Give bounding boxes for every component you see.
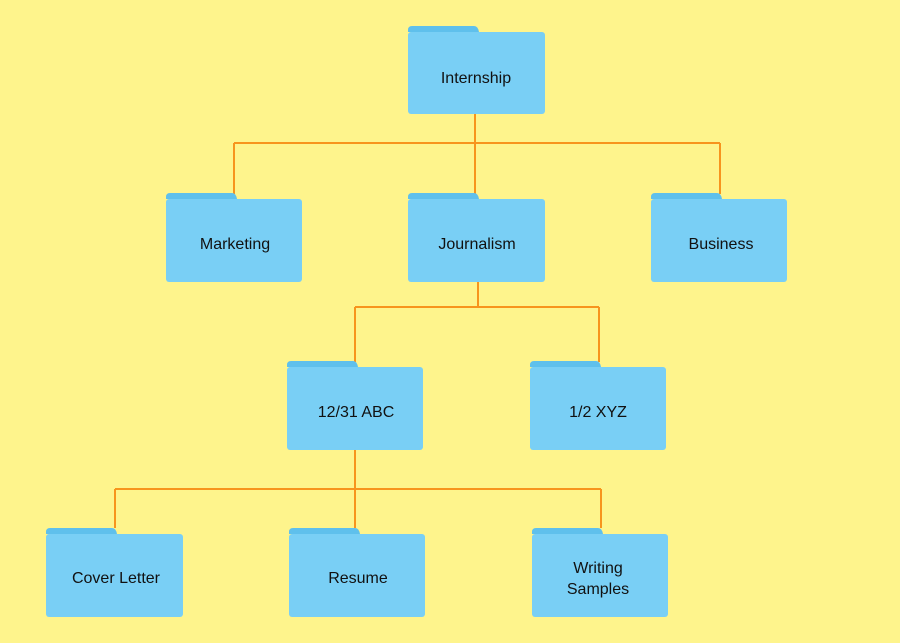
folder-icon bbox=[532, 528, 603, 534]
folder-marketing[interactable]: Marketing bbox=[166, 193, 302, 282]
folder-label-line: Samples bbox=[567, 581, 629, 598]
folder-label-business: Business bbox=[689, 236, 754, 253]
folder-icon bbox=[289, 528, 360, 534]
folder-icon bbox=[408, 26, 479, 32]
folder-label-marketing: Marketing bbox=[200, 236, 270, 253]
folder-label-line: Writing bbox=[573, 560, 623, 577]
folder-internship[interactable]: Internship bbox=[408, 26, 545, 114]
folder-cover-letter[interactable]: Cover Letter bbox=[46, 528, 183, 617]
folder-label-1-2-xyz: 1/2 XYZ bbox=[569, 404, 627, 421]
folder-icon bbox=[46, 528, 117, 534]
folder-icon bbox=[287, 361, 358, 367]
folder-business[interactable]: Business bbox=[651, 193, 787, 282]
folder-icon bbox=[408, 193, 479, 199]
folder-journalism[interactable]: Journalism bbox=[408, 193, 545, 282]
folder-icon bbox=[166, 193, 237, 199]
folder-1-2-xyz[interactable]: 1/2 XYZ bbox=[530, 361, 666, 450]
connector-lines bbox=[114, 113, 721, 528]
folder-resume[interactable]: Resume bbox=[289, 528, 425, 617]
folder-label-journalism: Journalism bbox=[438, 236, 515, 253]
folder-icon bbox=[530, 361, 601, 367]
folder-label-resume: Resume bbox=[328, 570, 388, 587]
folder-icon bbox=[651, 193, 722, 199]
folder-label-internship: Internship bbox=[441, 70, 511, 87]
folder-label-cover-letter: Cover Letter bbox=[72, 570, 161, 587]
folder-label-12-31-abc: 12/31 ABC bbox=[318, 404, 395, 421]
folder-12-31-abc[interactable]: 12/31 ABC bbox=[287, 361, 423, 450]
